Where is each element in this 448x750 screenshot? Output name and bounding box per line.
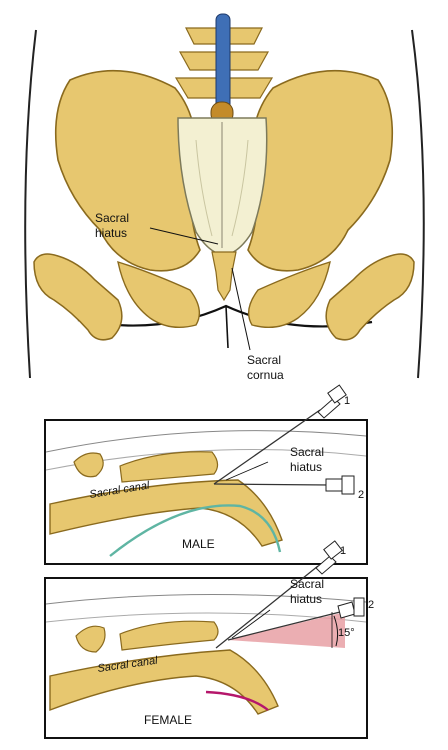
male-sacral-hiatus-label-bottom: hiatus: [290, 460, 322, 474]
male-needle-1-label: 1: [344, 395, 350, 407]
female-needle-2-label: 2: [368, 599, 374, 611]
female-sacrum-upper: [119, 620, 219, 651]
female-syringe-1: [315, 540, 343, 575]
sacral-cornua-label-top: Sacral: [247, 353, 281, 367]
left-ischium: [117, 260, 201, 328]
sacral-hiatus-label-bottom: hiatus: [95, 226, 127, 240]
male-panel: 1 2 Sacral hiatus Sacral canal MALE: [44, 384, 368, 565]
female-title: FEMALE: [144, 713, 192, 727]
female-sacral-hiatus-label-bottom: hiatus: [290, 592, 322, 606]
lumbar-vertebrae: [174, 13, 274, 125]
male-sacrum: [49, 479, 283, 547]
sacral-hiatus-leader: [149, 227, 219, 245]
sacral-cornua-leader: [231, 267, 251, 351]
male-syringe-2: [325, 475, 355, 495]
female-angle-label: 15°: [338, 627, 355, 639]
female-sacral-hiatus-label-top: Sacral: [290, 577, 324, 591]
left-femur: [33, 253, 123, 341]
male-sacral-hiatus-label-top: Sacral: [290, 445, 324, 459]
body-outline-right: [411, 29, 425, 379]
right-ischium: [247, 260, 331, 328]
right-ilium: [247, 69, 394, 272]
female-needle-1: [215, 565, 319, 649]
male-needle-1: [213, 409, 321, 485]
body-outline-left: [24, 29, 37, 379]
female-bone-fragment: [75, 625, 106, 653]
pelvis-illustration: Sacral hiatus Sacral cornua: [24, 13, 425, 382]
female-angle-arc: [333, 615, 339, 647]
female-magenta-line: [205, 690, 269, 711]
female-panel: 1 2 Sacral hiatus 15° Sacral canal FEMAL…: [44, 540, 374, 739]
sacral-cornua-label-bottom: cornua: [247, 368, 284, 382]
gluteal-cleft: [225, 305, 229, 349]
right-femur: [325, 253, 415, 341]
male-syringe-1: [317, 384, 347, 419]
left-ilium: [54, 69, 201, 272]
male-needle-2: [213, 483, 331, 486]
coccyx: [211, 251, 237, 302]
female-syringe-2: [337, 597, 365, 619]
male-sacrum-upper: [119, 451, 219, 483]
male-needle-2-label: 2: [358, 489, 364, 501]
female-needle-2: [227, 611, 341, 641]
male-bone-fragment: [73, 452, 104, 478]
sacral-hiatus-label-top: Sacral: [95, 211, 129, 225]
female-needle-1-label: 1: [340, 545, 346, 557]
male-title: MALE: [182, 537, 215, 551]
female-angle-wedge: [228, 612, 345, 648]
spinal-canal: [215, 13, 231, 115]
male-teal-line: [109, 504, 282, 557]
